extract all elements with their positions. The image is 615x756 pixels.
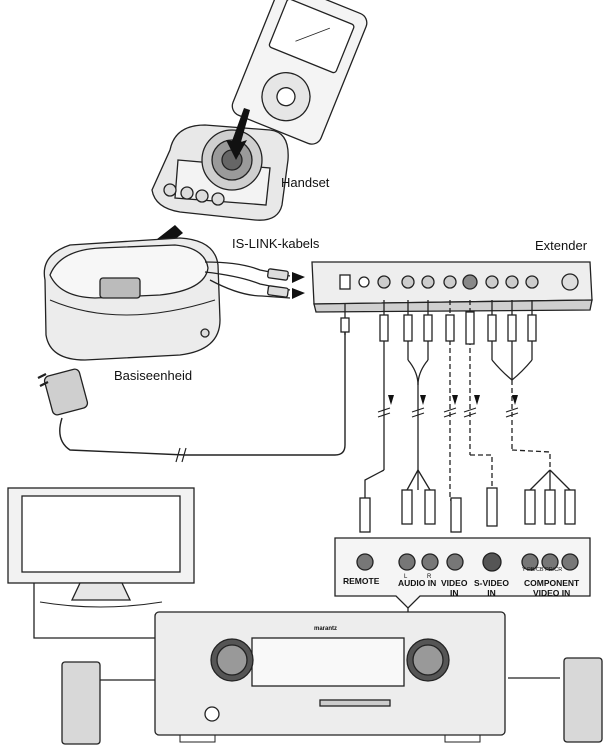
- base-unit-illustration: [43, 237, 221, 361]
- av-receiver-illustration: [154, 608, 506, 743]
- receiver-panel-callout: [334, 537, 591, 609]
- jack-label-audio-l: L: [404, 574, 408, 580]
- is-link-cables: [204, 261, 305, 299]
- power-adapter: [37, 330, 346, 463]
- jack-label-audio-r: R: [427, 574, 432, 580]
- jack-label-svideo-in: S-VIDEO IN: [474, 578, 509, 598]
- base-unit-label: Basiseenheid: [114, 368, 193, 383]
- jack-label-video-in: VIDEO IN: [441, 578, 468, 598]
- receiver-plugs: [359, 487, 576, 533]
- jack-label-remote: REMOTE: [343, 576, 380, 586]
- extender-label: Extender: [535, 238, 588, 253]
- handset-label: Handset: [281, 175, 330, 190]
- extender-output-cables: [340, 300, 571, 501]
- speakers: [61, 657, 603, 745]
- receiver-brand: marantz: [314, 626, 338, 632]
- tv-illustration: [7, 487, 195, 639]
- jack-label-audio-in: AUDIO IN: [398, 578, 437, 588]
- extender-illustration: [311, 261, 593, 313]
- jack-label-component-in: COMPONENT VIDEO IN: [524, 578, 580, 598]
- handset-illustration: [151, 0, 368, 221]
- is-link-cables-label: IS-LINK-kabels: [232, 236, 320, 251]
- jack-label-component-sub: Y PB/CB PR/CR: [522, 567, 563, 573]
